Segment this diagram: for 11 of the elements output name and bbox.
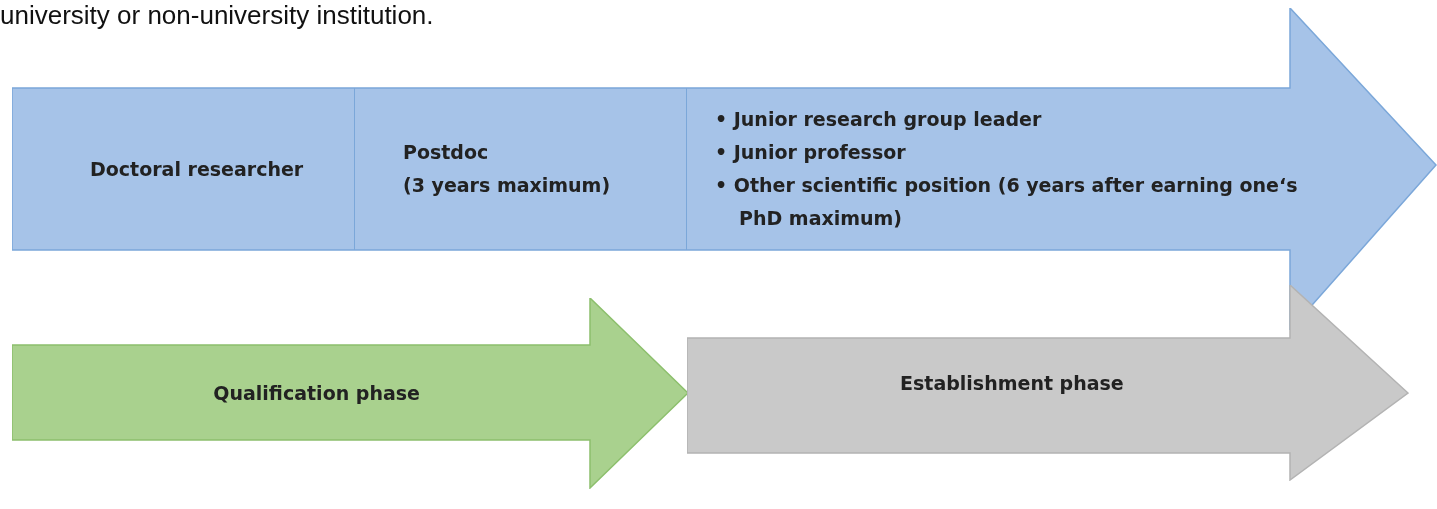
list-item: • Junior research group leader <box>715 107 1043 132</box>
section-text: Postdoc <box>403 140 490 165</box>
section-text: (3 years maximum) <box>403 173 612 198</box>
arrow-shape <box>687 285 1409 481</box>
section-text: Doctoral researcher <box>90 156 305 182</box>
arrow-shape <box>12 298 689 489</box>
list-item: • Junior professor <box>715 140 907 165</box>
list-item: • Other scientific position (6 years after earning one‘s PhD maximum) <box>715 173 1299 231</box>
phase-label: Establishment phase <box>900 370 1124 396</box>
phase-label: Qualification phase <box>213 381 420 406</box>
note-text: university or non-university institution. <box>0 0 434 31</box>
